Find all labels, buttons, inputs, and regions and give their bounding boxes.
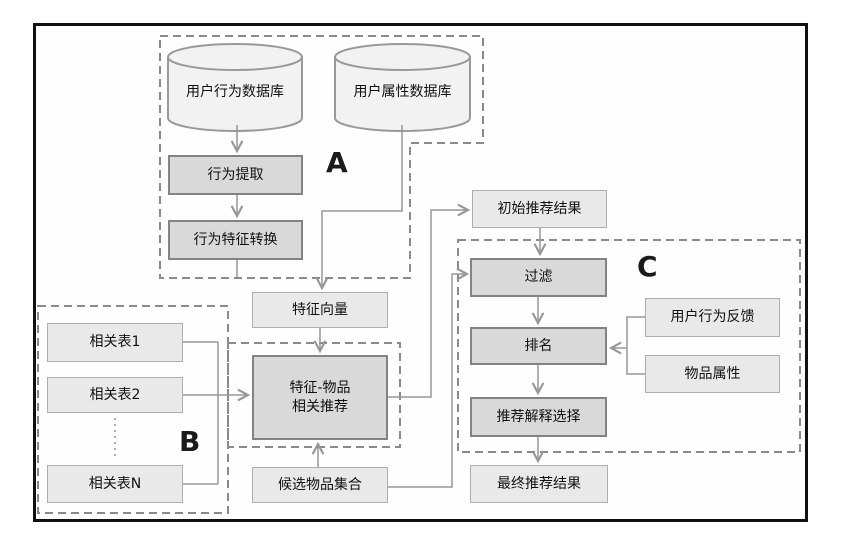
node-feature-item-recommend: 特征-物品 相关推荐 bbox=[252, 355, 388, 440]
node-candidate-items: 候选物品集合 bbox=[252, 467, 388, 503]
node-behavior-extract: 行为提取 bbox=[168, 155, 303, 195]
node-feature-item-recommend-line2: 相关推荐 bbox=[292, 398, 348, 415]
edge-candidates-to-filter bbox=[388, 274, 467, 488]
node-user-behavior-db: 用户行为数据库 bbox=[186, 84, 284, 100]
node-initial-rec-result: 初始推荐结果 bbox=[472, 190, 607, 228]
node-related-table-n: 相关表N bbox=[47, 465, 183, 503]
database-cylinder-icon bbox=[167, 43, 303, 132]
node-related-table-1: 相关表1 bbox=[47, 323, 183, 362]
group-c-label: C bbox=[637, 250, 658, 283]
group-b-label: B bbox=[179, 425, 201, 458]
node-related-table-2: 相关表2 bbox=[47, 377, 183, 413]
edge-feedback-to-ranking bbox=[611, 316, 645, 348]
edge-featureitem-to-initial bbox=[388, 210, 468, 398]
edge-attrdb-to-featurevector bbox=[322, 125, 403, 288]
edge-itemattr-to-ranking bbox=[626, 349, 645, 375]
node-user-attr-db: 用户属性数据库 bbox=[353, 84, 452, 100]
node-rec-explanation-select: 推荐解释选择 bbox=[470, 397, 607, 437]
node-filter: 过滤 bbox=[470, 258, 607, 297]
node-item-attributes: 物品属性 bbox=[645, 355, 780, 393]
node-user-behavior-feedback: 用户行为反馈 bbox=[645, 298, 780, 337]
node-feature-item-recommend-line1: 特征-物品 bbox=[289, 380, 351, 397]
dashed-group-c-outline bbox=[457, 239, 801, 453]
group-a-label: A bbox=[326, 146, 348, 179]
dashed-group-a-outline bbox=[159, 35, 484, 279]
database-cylinder-icon bbox=[334, 43, 471, 132]
node-behavior-feature-convert: 行为特征转换 bbox=[168, 220, 303, 260]
node-feature-vector: 特征向量 bbox=[252, 292, 388, 328]
node-ranking: 排名 bbox=[470, 327, 607, 365]
node-final-rec-result: 最终推荐结果 bbox=[470, 465, 608, 503]
